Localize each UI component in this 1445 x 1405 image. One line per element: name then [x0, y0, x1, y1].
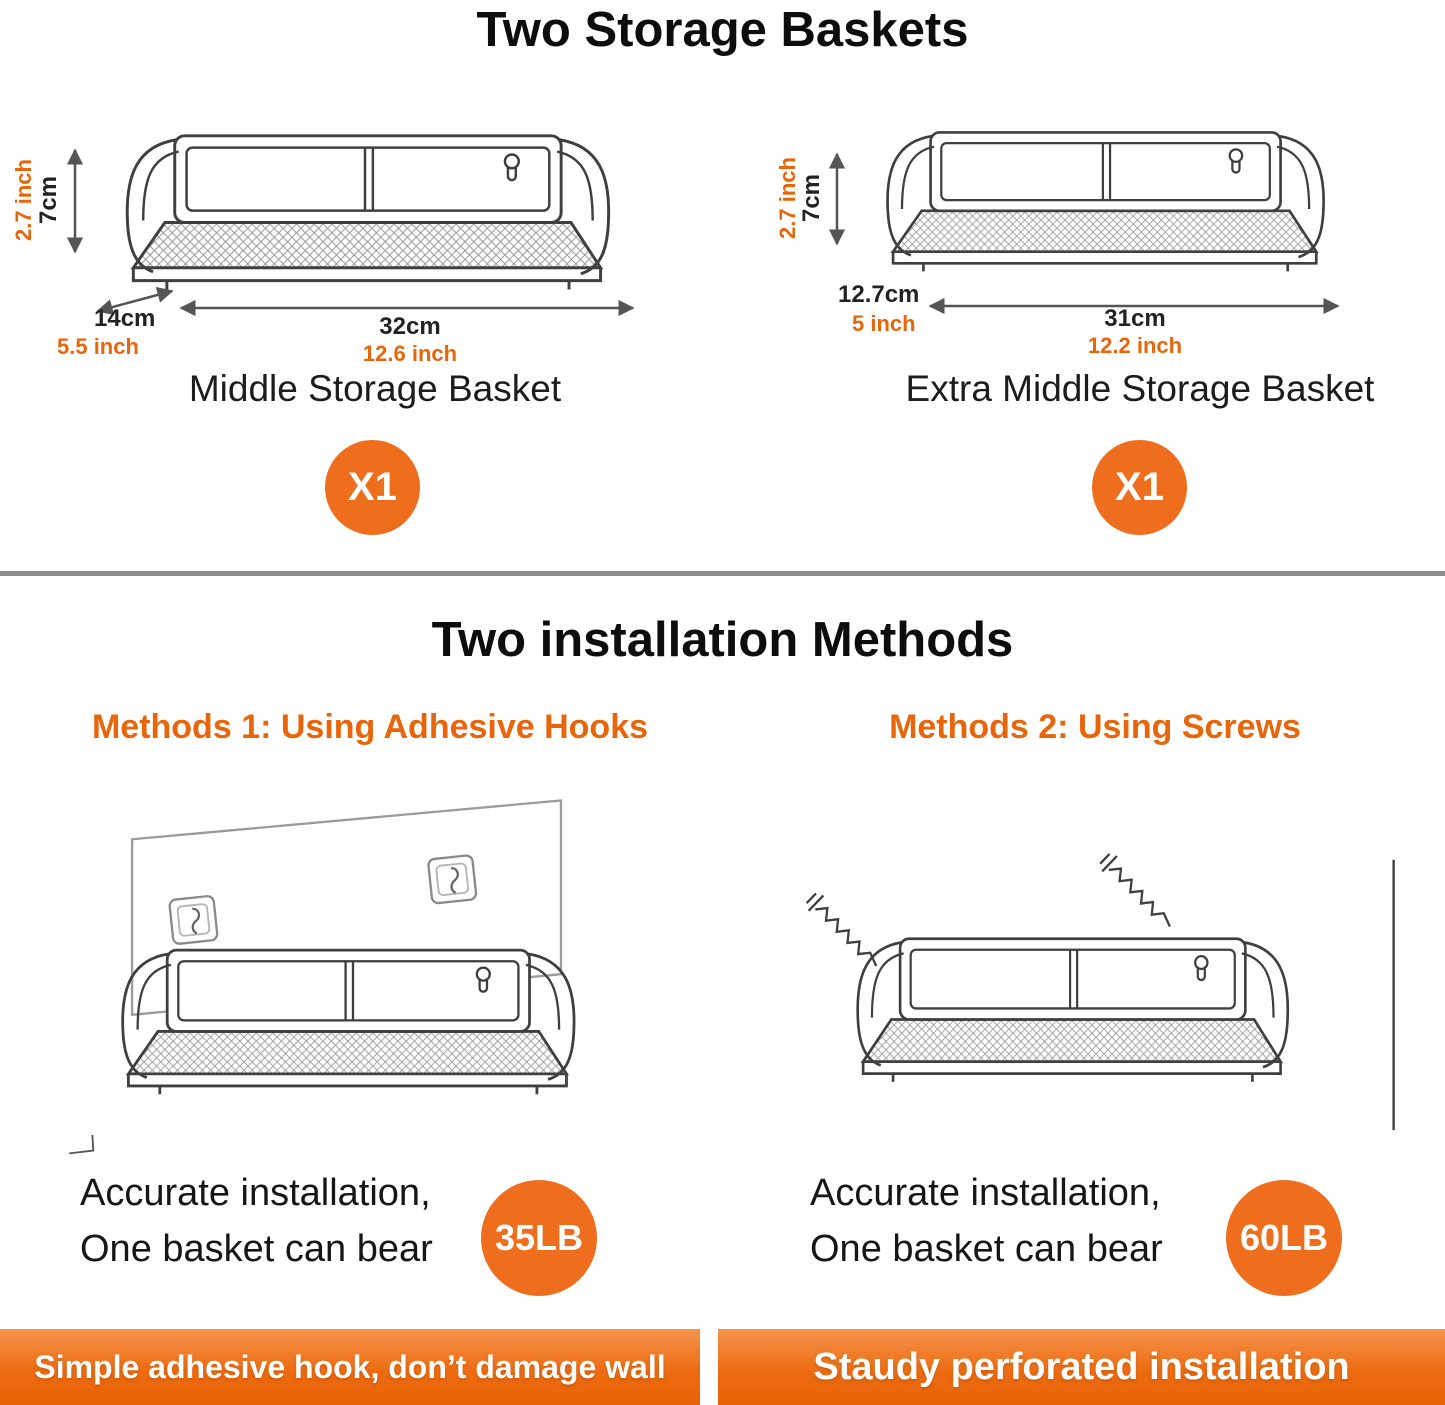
screw-icon	[1099, 853, 1171, 928]
method-1-banner: Simple adhesive hook, don’t damage wall	[0, 1329, 700, 1405]
method-1-capacity-badge: 35LB	[481, 1180, 597, 1296]
basket-1-height-inch: 2.7 inch	[11, 159, 36, 241]
adhesive-install-drawing	[69, 799, 576, 1155]
screw-icon	[805, 892, 878, 967]
basket-1-depth-arrow	[96, 286, 174, 316]
basket-1-width-arrow	[179, 299, 635, 317]
section2-title: Two installation Methods	[431, 613, 1014, 667]
basket-2-drawing	[886, 131, 1325, 273]
basket-2-width-arrow	[928, 297, 1340, 315]
basket-1-height-arrow	[66, 148, 84, 254]
basket-1-name: Middle Storage Basket	[188, 368, 562, 409]
basket-2-width-cm: 31cm	[1104, 305, 1166, 332]
method-1-title: Methods 1: Using Adhesive Hooks	[91, 708, 649, 746]
section1-title: Two Storage Baskets	[476, 3, 969, 57]
method-2-note-line1: Accurate installation,	[810, 1172, 1161, 1214]
adhesive-hook-icon	[168, 895, 219, 945]
method-1-note-line2: One basket can bear	[80, 1228, 433, 1270]
basket-1-depth-inch: 5.5 inch	[57, 334, 139, 359]
basket-1-width-cm: 32cm	[379, 313, 441, 340]
basket-2-height-cm: 7cm	[798, 173, 825, 223]
method-2-capacity-badge: 60LB	[1226, 1180, 1342, 1296]
basket-2-height-inch: 2.7 inch	[775, 157, 800, 239]
basket-1-width-inch: 12.6 inch	[362, 341, 458, 366]
section-divider	[0, 571, 1445, 576]
basket-2-depth-inch: 5 inch	[852, 311, 916, 336]
screw-install-drawing	[805, 853, 1395, 1131]
adhesive-hook-icon	[427, 854, 478, 905]
basket-1-qty-badge: X1	[325, 440, 420, 535]
basket-2-depth-cm: 12.7cm	[838, 281, 920, 308]
basket-2-width-inch: 12.2 inch	[1087, 333, 1183, 358]
basket-2-name: Extra Middle Storage Basket	[905, 368, 1375, 409]
method-2-title: Methods 2: Using Screws	[889, 708, 1301, 746]
method-1-note-line1: Accurate installation,	[80, 1172, 431, 1214]
basket-2-height-arrow	[828, 152, 846, 246]
method-2-banner: Staudy perforated installation	[718, 1329, 1445, 1405]
basket-2-qty-badge: X1	[1092, 440, 1187, 535]
basket-1-height-cm: 7cm	[35, 175, 62, 225]
corner-mark	[69, 1134, 95, 1155]
method-2-note-line2: One basket can bear	[810, 1228, 1163, 1270]
basket-1-depth-cm: 14cm	[94, 305, 156, 332]
